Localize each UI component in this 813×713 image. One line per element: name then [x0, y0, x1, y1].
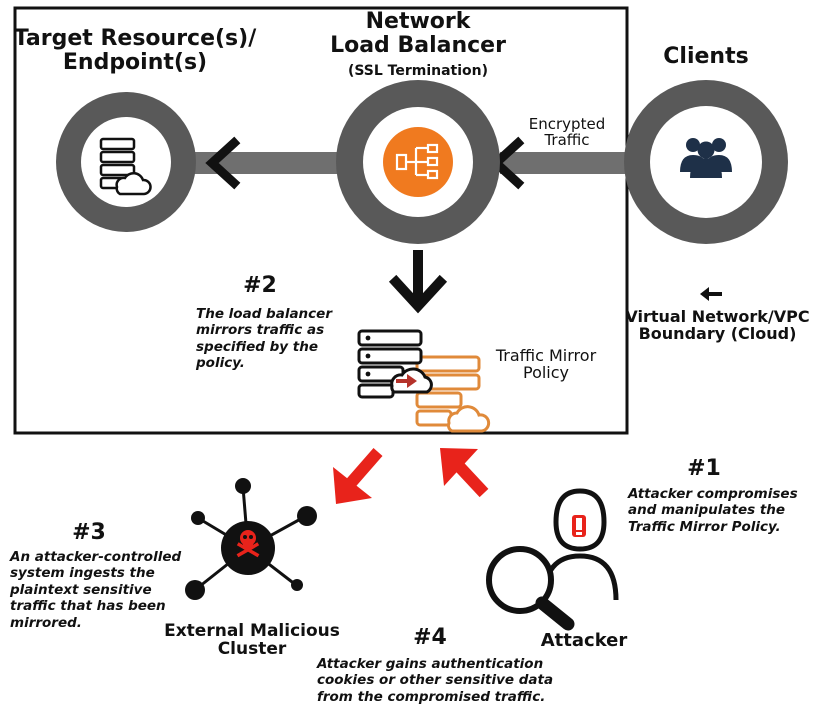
vpc-boundary-box	[13, 6, 629, 435]
mirror-server-icon	[357, 329, 491, 433]
step-4-number: #4	[413, 625, 447, 650]
external-cluster-label: External Malicious Cluster	[164, 621, 340, 660]
step-2-text: The load balancer mirrors traffic as spe…	[196, 306, 332, 372]
server-cloud-icon	[99, 137, 152, 196]
arrow-left-icon	[700, 287, 722, 301]
attacker-icon	[541, 488, 619, 601]
external-cluster-icon	[185, 478, 317, 600]
magnifier-icon	[486, 546, 575, 631]
encrypted-traffic-label: Encrypted Traffic	[528, 115, 606, 150]
arrow-left-icon	[205, 136, 241, 190]
nlb-subtitle: (SSL Termination)	[347, 63, 489, 79]
attacker-label: Attacker	[540, 630, 628, 651]
nlb-node	[336, 80, 500, 244]
users-icon	[680, 138, 732, 178]
step-3-text: An attacker-controlled system ingests th…	[10, 549, 182, 631]
step-3-number: #3	[72, 520, 106, 545]
step-2-number: #2	[243, 273, 277, 298]
mirror-policy-label: Traffic Mirror Policy	[495, 346, 597, 383]
load-balancer-icon	[383, 127, 453, 197]
red-arrow-from-attacker	[440, 448, 489, 498]
step-1-text: Attacker compromises and manipulates the…	[628, 486, 798, 535]
clients-node	[624, 80, 788, 244]
mirror-arrow-icon	[396, 374, 417, 388]
arrow-down-icon	[388, 250, 448, 314]
step-4-text: Attacker gains authentication cookies or…	[317, 656, 554, 705]
vpc-boundary-label: Virtual Network/VPC Boundary (Cloud)	[625, 307, 810, 344]
flow-bar-nlb-target	[180, 152, 340, 174]
flow-bar-clients-nlb	[500, 152, 640, 174]
clients-label: Clients	[663, 44, 749, 69]
step-1-number: #1	[687, 456, 721, 481]
skull-crossbones-icon	[236, 530, 260, 558]
red-arrow-to-cluster	[333, 448, 383, 504]
target-label: Target Resource(s)/ Endpoint(s)	[13, 26, 257, 75]
target-node	[56, 92, 196, 232]
nlb-title: Network Load Balancer	[330, 9, 506, 58]
